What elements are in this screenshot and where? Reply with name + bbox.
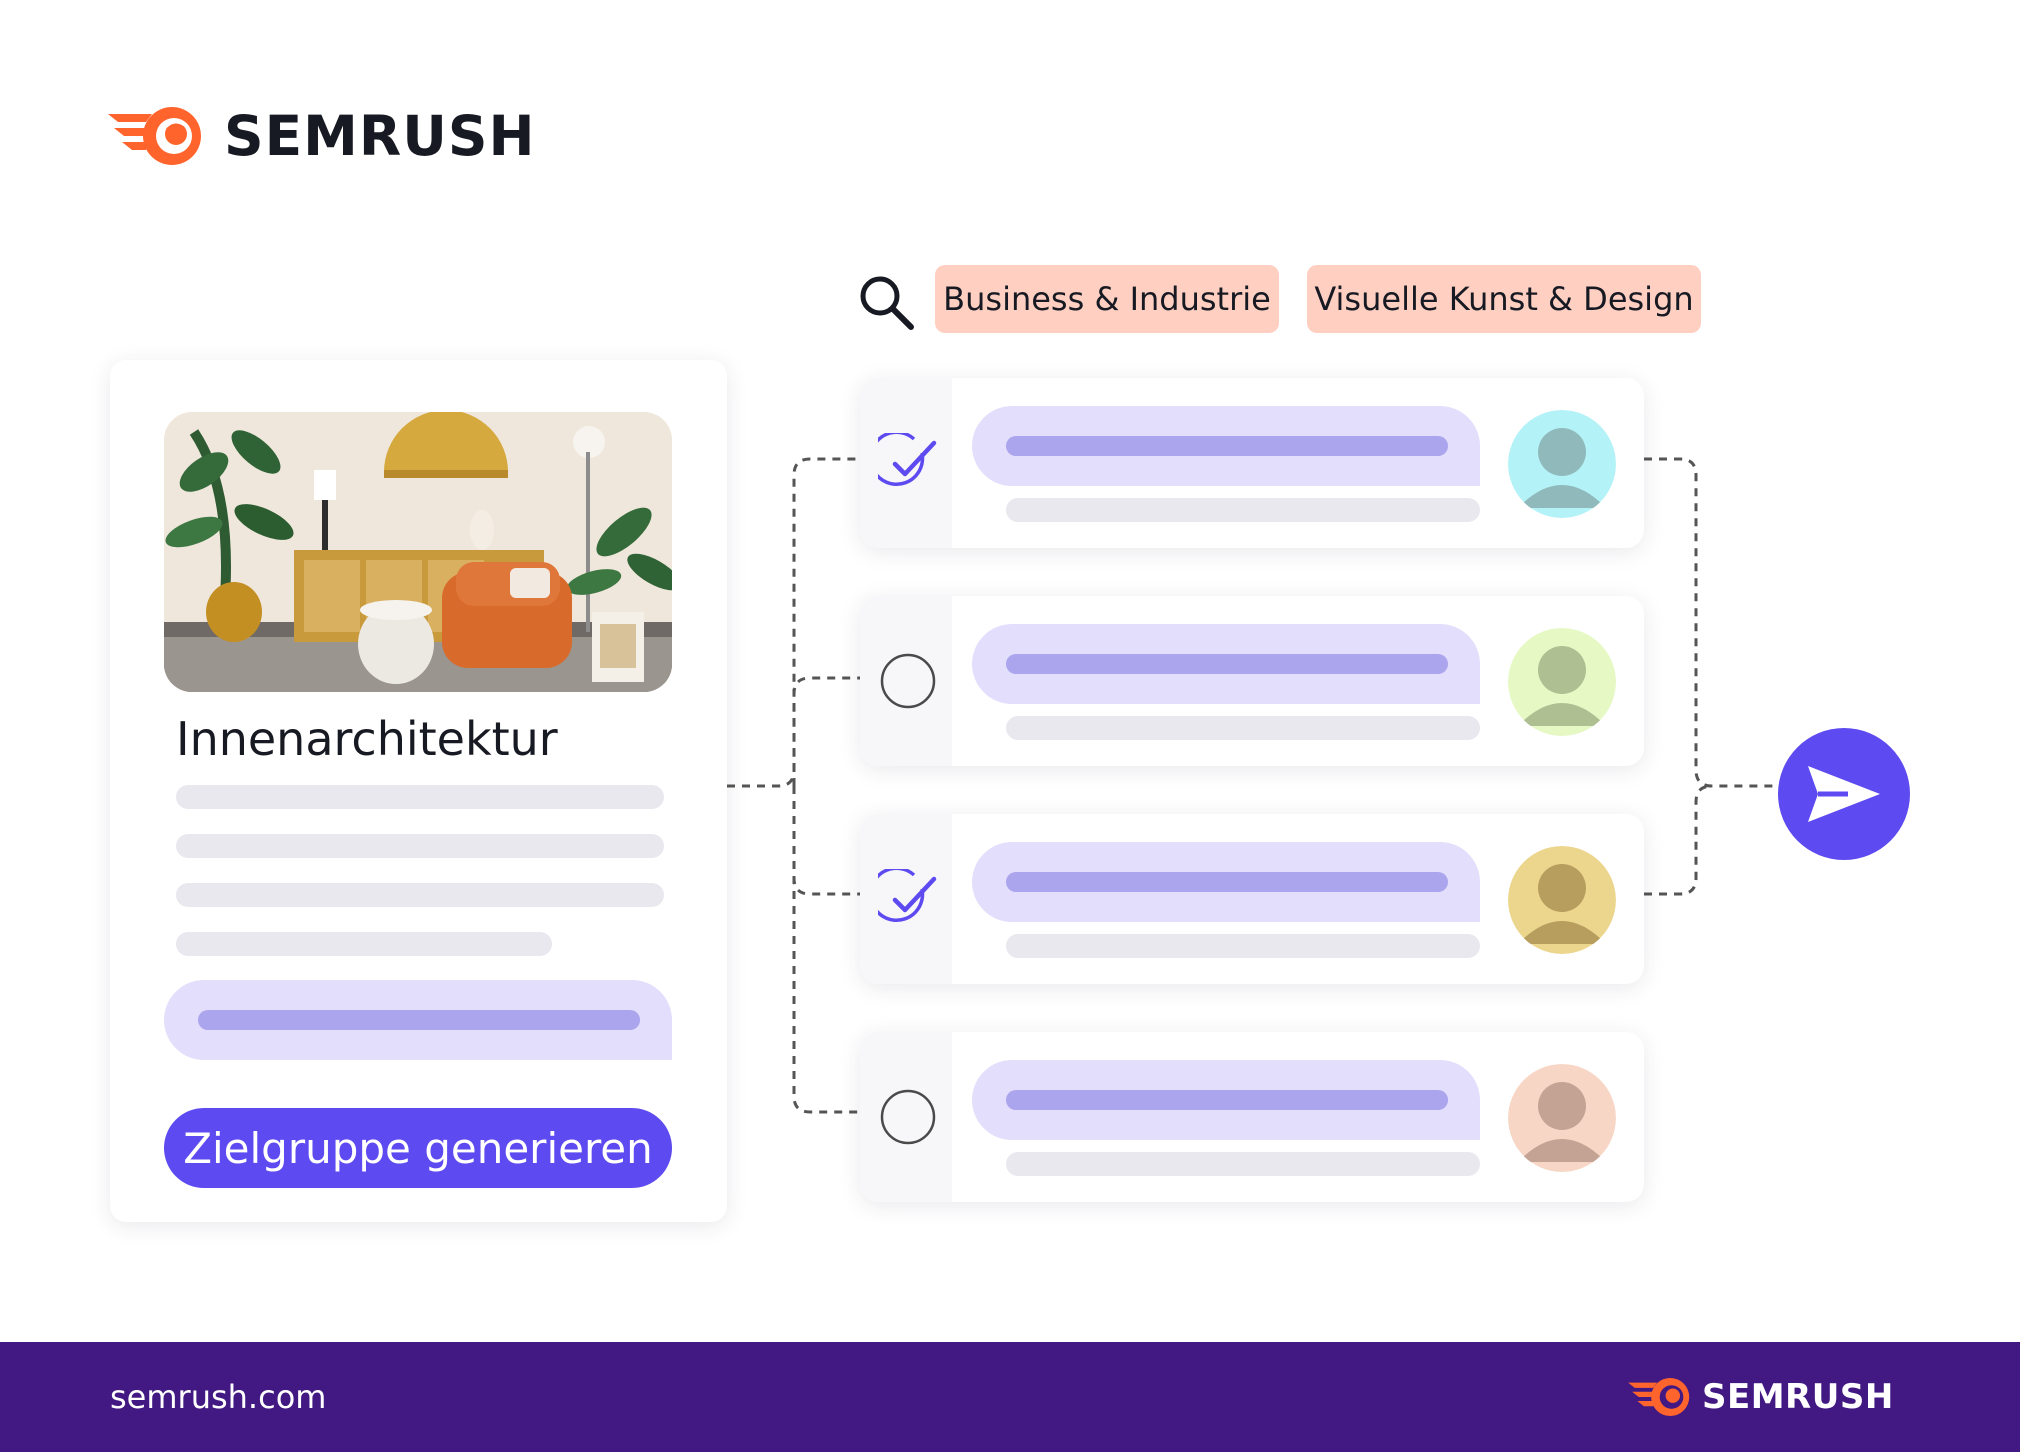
- connector-lines: [727, 457, 1778, 1114]
- audience-row[interactable]: [860, 814, 1644, 984]
- audience-row[interactable]: [860, 378, 1644, 548]
- topic-title: Innenarchitektur: [176, 712, 558, 766]
- footer-wordmark: SEMRUSH: [1702, 1377, 1894, 1417]
- prompt-input[interactable]: [164, 980, 672, 1060]
- audience-detail-line: [1006, 716, 1480, 740]
- checkbox-column: [860, 1032, 952, 1202]
- filter-chip-visual-arts[interactable]: Visuelle Kunst & Design: [1307, 265, 1701, 333]
- semrush-flame-icon: [1628, 1377, 1690, 1417]
- generate-audience-button[interactable]: Zielgruppe generieren: [164, 1108, 672, 1188]
- checkbox-column: [860, 596, 952, 766]
- checkbox-column: [860, 378, 952, 548]
- audience-row[interactable]: [860, 596, 1644, 766]
- unchecked-checkbox-icon[interactable]: [878, 651, 938, 711]
- audience-name-bubble: [972, 624, 1480, 704]
- filter-chip-business[interactable]: Business & Industrie: [935, 265, 1279, 333]
- interior-living-room-photo: [164, 412, 672, 692]
- user-avatar: [1508, 1064, 1616, 1172]
- audience-name-bar: [1006, 872, 1448, 892]
- semrush-wordmark: SEMRUSH: [224, 104, 536, 168]
- search-icon: [860, 276, 914, 330]
- audience-row[interactable]: [860, 1032, 1644, 1202]
- checked-checkbox-icon[interactable]: [878, 433, 938, 493]
- audience-detail-line: [1006, 1152, 1480, 1176]
- audience-name-bar: [1006, 654, 1448, 674]
- audience-detail-line: [1006, 498, 1480, 522]
- audience-name-bar: [1006, 436, 1448, 456]
- footer-semrush-logo: SEMRUSH: [1628, 1376, 1894, 1418]
- checkbox-column: [860, 814, 952, 984]
- topic-card: Innenarchitektur Zielgruppe generieren: [110, 360, 727, 1222]
- footer-bar: semrush.com SEMRUSH: [0, 1342, 2020, 1452]
- unchecked-checkbox-icon[interactable]: [878, 1087, 938, 1147]
- audience-name-bubble: [972, 406, 1480, 486]
- prompt-placeholder-bar: [198, 1010, 640, 1030]
- checked-checkbox-icon[interactable]: [878, 869, 938, 929]
- semrush-logo: SEMRUSH: [108, 104, 536, 168]
- description-placeholder-line: [176, 834, 664, 858]
- footer-url[interactable]: semrush.com: [110, 1378, 327, 1416]
- audience-name-bubble: [972, 842, 1480, 922]
- description-placeholder-line: [176, 932, 552, 956]
- semrush-flame-icon: [108, 107, 201, 165]
- audience-name-bar: [1006, 1090, 1448, 1110]
- send-button[interactable]: [1778, 728, 1910, 860]
- send-arrow-icon: [1808, 766, 1880, 822]
- description-placeholder-line: [176, 785, 664, 809]
- user-avatar: [1508, 846, 1616, 954]
- user-avatar: [1508, 410, 1616, 518]
- user-avatar: [1508, 628, 1616, 736]
- description-placeholder-line: [176, 883, 664, 907]
- audience-detail-line: [1006, 934, 1480, 958]
- audience-name-bubble: [972, 1060, 1480, 1140]
